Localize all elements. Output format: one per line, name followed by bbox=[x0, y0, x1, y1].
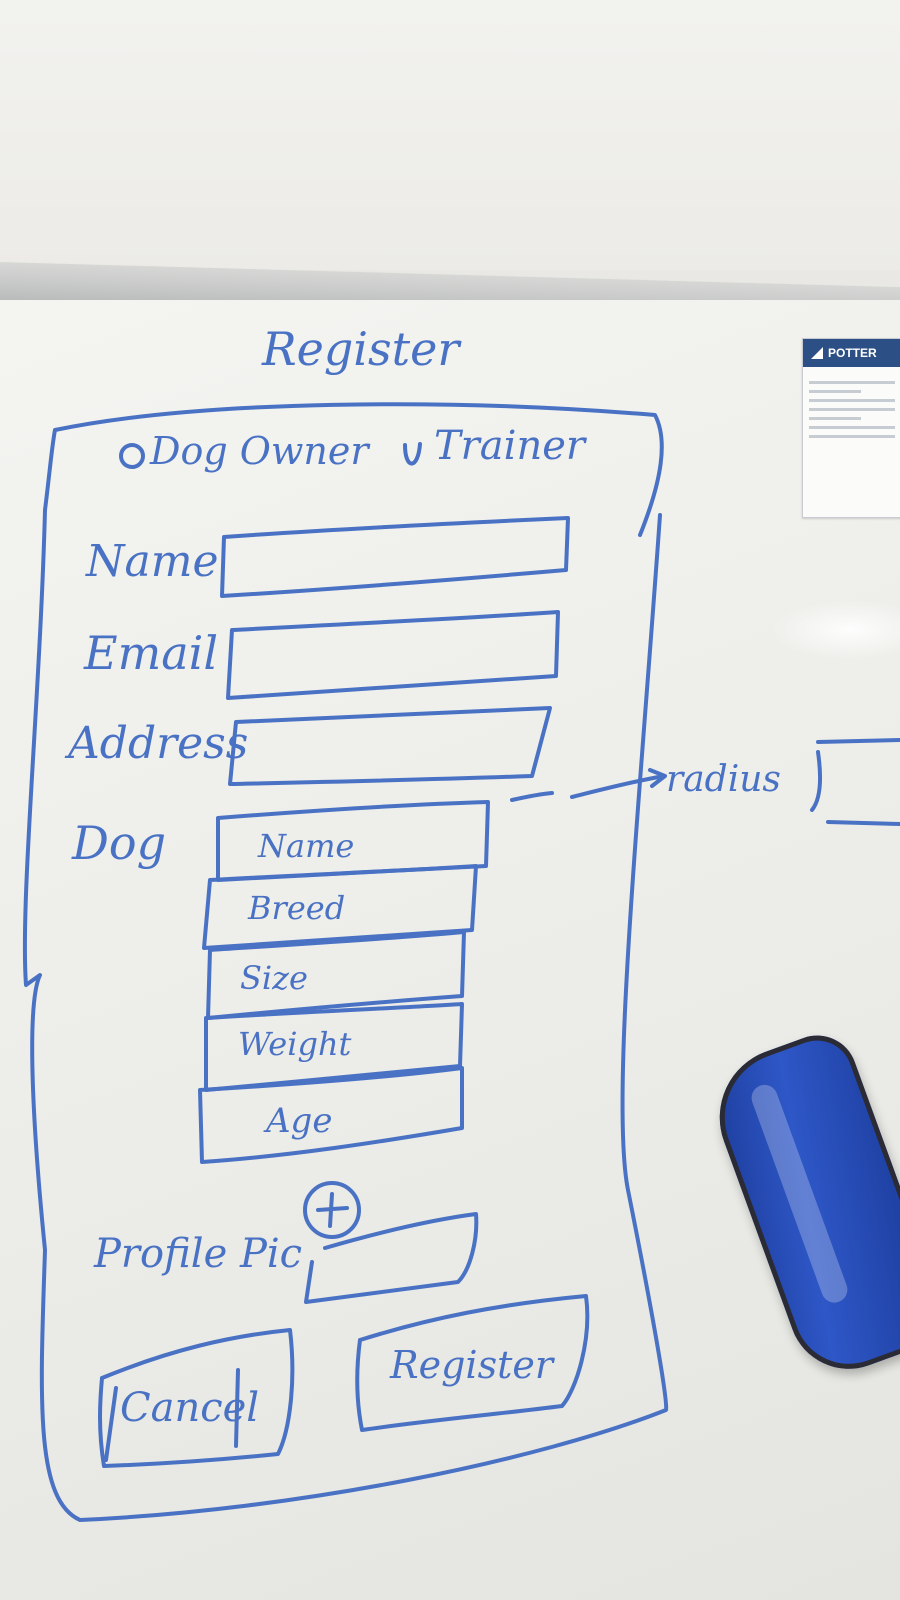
sticker-brand: POTTER bbox=[828, 346, 877, 360]
name-label: Name bbox=[86, 536, 219, 587]
address-input-box bbox=[228, 706, 552, 786]
cancel-button[interactable]: Cancel bbox=[120, 1385, 260, 1431]
dog-weight-field[interactable]: Weight bbox=[238, 1025, 352, 1063]
light-glare bbox=[770, 600, 900, 660]
manufacturer-sticker: POTTER bbox=[802, 338, 900, 518]
wall bbox=[0, 0, 900, 270]
radius-label: radius bbox=[666, 759, 781, 800]
dog-name-field[interactable]: Name bbox=[258, 827, 355, 865]
profile-pic-label: Profile Pic bbox=[94, 1231, 303, 1277]
name-input-box bbox=[220, 516, 570, 598]
register-button-outline bbox=[355, 1294, 590, 1432]
dog-size-field[interactable]: Size bbox=[240, 959, 308, 997]
form-frame bbox=[22, 402, 669, 1522]
cancel-button-outline bbox=[98, 1328, 295, 1468]
page-title: Register bbox=[262, 322, 460, 376]
dog-size-box bbox=[206, 930, 466, 1020]
radio-dog-owner-icon bbox=[119, 443, 145, 469]
role-option-dog-owner[interactable]: Dog Owner bbox=[150, 429, 369, 473]
dog-breed-field[interactable]: Breed bbox=[248, 889, 346, 927]
radio-trainer-icon bbox=[403, 442, 422, 466]
radius-arrow bbox=[510, 768, 667, 802]
profile-pic-box bbox=[304, 1212, 479, 1304]
whiteboard bbox=[0, 300, 900, 1600]
add-photo-icon bbox=[303, 1181, 361, 1239]
email-input-box bbox=[226, 610, 560, 700]
radius-input-box bbox=[810, 738, 900, 826]
add-photo-button[interactable]: + bbox=[318, 1192, 319, 1193]
dog-breed-box bbox=[202, 864, 478, 950]
dog-age-box bbox=[198, 1066, 464, 1164]
register-button[interactable]: Register bbox=[390, 1343, 554, 1387]
role-option-trainer[interactable]: Trainer bbox=[434, 423, 585, 469]
address-label: Address bbox=[68, 718, 249, 769]
dog-age-field[interactable]: Age bbox=[266, 1101, 333, 1141]
email-label: Email bbox=[84, 626, 219, 680]
dog-label: Dog bbox=[72, 816, 167, 870]
